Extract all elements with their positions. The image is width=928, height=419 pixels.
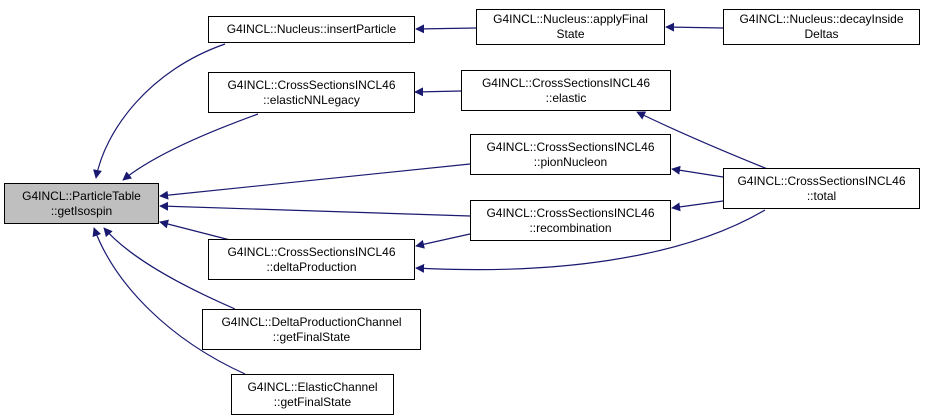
edge-elastic-elasticNNLegacy: [414, 87, 462, 97]
node-label-line: G4INCL::CrossSectionsINCL46: [486, 139, 655, 154]
edge-insertParticle-getIsospin: [93, 43, 226, 179]
node-label-line: ::getIsospin: [50, 203, 113, 218]
node-label-line: Deltas: [804, 27, 839, 41]
edge-deltaProduction-getIsospin: [159, 219, 235, 242]
node-crosssections-elastic[interactable]: G4INCL::CrossSectionsINCL46 ::elastic: [461, 70, 671, 111]
node-label-line: G4INCL::Nucleus::decayInside: [739, 12, 904, 26]
node-label-line: ::recombination: [529, 220, 612, 235]
node-label-line: ::deltaProduction: [266, 259, 357, 274]
node-particletable-getisospin: G4INCL::ParticleTable ::getIsospin: [4, 183, 159, 224]
node-label-line: ::getFinalState: [273, 394, 352, 409]
node-nucleus-decayinsidedeltas[interactable]: G4INCL::Nucleus::decayInside Deltas: [723, 9, 920, 45]
edge-total-pionNucleon: [671, 165, 724, 178]
node-crosssections-total[interactable]: G4INCL::CrossSectionsINCL46 ::total: [723, 168, 920, 209]
node-label-line: G4INCL::CrossSectionsINCL46: [227, 77, 396, 92]
edge-pionNucleon-getIsospin: [159, 163, 471, 200]
edge-total-elastic: [636, 111, 776, 173]
node-label-line: G4INCL::CrossSectionsINCL46: [481, 75, 651, 90]
node-label-line: State: [556, 27, 585, 41]
node-label-line: G4INCL::Nucleus::applyFinal: [493, 12, 648, 26]
node-label-line: ::pionNucleon: [533, 154, 608, 169]
node-crosssections-pionnucleon[interactable]: G4INCL::CrossSectionsINCL46 ::pionNucleo…: [470, 134, 671, 175]
edge-elasticNNLegacy-getIsospin: [122, 113, 259, 181]
node-crosssections-deltaproduction[interactable]: G4INCL::CrossSectionsINCL46 ::deltaProdu…: [208, 239, 415, 280]
edge-recombination-deltaProduction: [415, 233, 471, 249]
node-label-line: G4INCL::CrossSectionsINCL46: [737, 173, 906, 188]
node-label-line: ::elastic: [545, 90, 587, 105]
edge-recombination-getIsospin: [159, 201, 471, 217]
node-crosssections-elasticnnlegacy[interactable]: G4INCL::CrossSectionsINCL46 ::elasticNNL…: [208, 72, 415, 113]
node-label-line: G4INCL::DeltaProductionChannel: [221, 314, 402, 329]
node-label-line: G4INCL::ParticleTable: [22, 188, 141, 203]
edge-applyFinalState-insertParticle: [415, 24, 477, 34]
node-label-line: ::total: [806, 188, 837, 203]
edge-decayInsideDeltas-applyFinalState: [665, 22, 724, 32]
node-label-line: G4INCL::CrossSectionsINCL46: [227, 244, 396, 259]
edge-deltaProductionChannel-getIsospin: [103, 227, 236, 310]
node-label-line: G4INCL::ElasticChannel: [247, 379, 378, 394]
edge-total-recombination: [671, 200, 724, 212]
node-crosssections-recombination[interactable]: G4INCL::CrossSectionsINCL46 ::recombinat…: [470, 200, 671, 241]
node-label-line: ::getFinalState: [272, 329, 351, 344]
node-nucleus-applyfinalstate[interactable]: G4INCL::Nucleus::applyFinal State: [476, 9, 665, 45]
edge-elasticChannel-getIsospin: [92, 227, 246, 375]
node-label-line: ::elasticNNLegacy: [263, 92, 360, 107]
node-deltaproductionchannel-getfinalstate[interactable]: G4INCL::DeltaProductionChannel ::getFina…: [202, 309, 421, 350]
node-nucleus-insertparticle[interactable]: G4INCL::Nucleus::insertParticle: [208, 16, 415, 43]
node-label-line: G4INCL::CrossSectionsINCL46: [486, 205, 655, 220]
node-label-line: G4INCL::Nucleus::insertParticle: [226, 22, 397, 36]
edge-total-deltaProduction: [415, 209, 766, 273]
node-elasticchannel-getfinalstate[interactable]: G4INCL::ElasticChannel ::getFinalState: [231, 374, 394, 415]
